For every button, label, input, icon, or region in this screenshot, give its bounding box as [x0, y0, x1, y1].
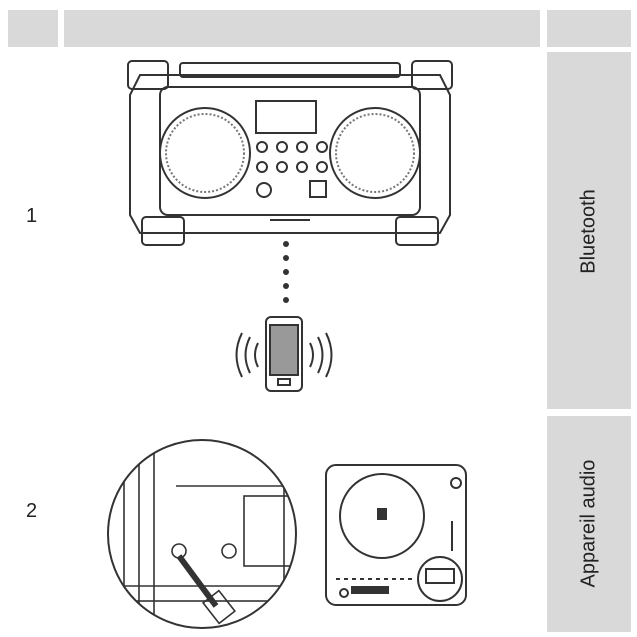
- row-2-label: Appareil audio: [577, 459, 600, 588]
- row-1-label: Bluetooth: [577, 189, 600, 274]
- row-2-label-cell: [547, 416, 631, 632]
- radio-speaker-icon: [127, 60, 453, 246]
- bluetooth-dots-icon: [283, 241, 289, 303]
- header-cell-image: [64, 10, 540, 47]
- row-2-number: 2: [26, 500, 38, 522]
- cd-player-icon: [325, 464, 467, 606]
- header-cell-label: [547, 10, 631, 47]
- aux-input-closeup-icon: [107, 439, 297, 629]
- smartphone-wireless-icon: [235, 316, 333, 392]
- row-1-number: 1: [26, 205, 38, 227]
- row-1-label-cell: [547, 52, 631, 409]
- header-cell-number: [8, 10, 58, 47]
